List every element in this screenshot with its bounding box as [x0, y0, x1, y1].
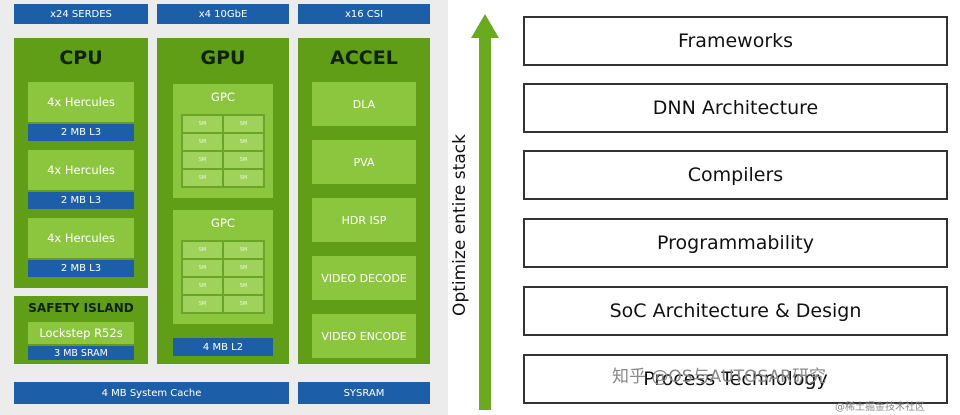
cpu-l3-cache: 2 MB L3 [28, 124, 134, 141]
cpu-block: CPU 4x Hercules 2 MB L3 4x Hercules 2 MB… [14, 38, 148, 288]
sm-unit: SM [183, 116, 222, 132]
safety-island-title: SAFETY ISLAND [28, 301, 134, 315]
gpc-label: GPC [211, 216, 235, 230]
accel-dla: DLA [312, 82, 416, 126]
accel-video-encode: VIDEO ENCODE [312, 314, 416, 358]
gpc-block: GPC SM SM SM SM SM SM SM SM [173, 210, 273, 324]
lockstep-core: Lockstep R52s [28, 322, 134, 344]
watermark-juejin: @稀土掘金技术社区 [835, 402, 925, 413]
sm-unit: SM [224, 278, 263, 294]
sm-unit: SM [183, 152, 222, 168]
accel-video-decode: VIDEO DECODE [312, 256, 416, 300]
sm-unit: SM [224, 296, 263, 312]
soc-block-diagram: x24 SERDES x4 10GbE x16 CSI CPU 4x Hercu… [0, 0, 448, 415]
sm-unit: SM [183, 170, 222, 186]
system-cache-bar: 4 MB System Cache [14, 382, 289, 404]
accel-block: ACCEL DLA PVA HDR ISP VIDEO DECODE VIDEO… [298, 38, 430, 364]
gpc-label: GPC [211, 90, 235, 104]
sm-unit: SM [183, 134, 222, 150]
serdes-bar: x24 SERDES [14, 4, 148, 24]
arrow-up-icon [471, 14, 499, 410]
sm-unit: SM [183, 296, 222, 312]
sm-unit: SM [224, 170, 263, 186]
stack-compilers: Compilers [523, 150, 948, 200]
stack-dnn-architecture: DNN Architecture [523, 83, 948, 133]
cpu-title: CPU [59, 47, 103, 69]
cpu-core-cluster: 4x Hercules [28, 150, 134, 190]
accel-hdr-isp: HDR ISP [312, 198, 416, 242]
csi-bar: x16 CSI [298, 4, 430, 24]
gpu-title: GPU [200, 47, 246, 69]
sm-grid: SM SM SM SM SM SM SM SM [181, 114, 265, 188]
stack-soc-architecture: SoC Architecture & Design [523, 286, 948, 336]
stack-frameworks: Frameworks [523, 16, 948, 66]
cpu-core-cluster: 4x Hercules [28, 218, 134, 258]
sysram-bar: SYSRAM [298, 382, 430, 404]
safety-island-block: SAFETY ISLAND Lockstep R52s 3 MB SRAM [14, 296, 148, 364]
sm-unit: SM [224, 152, 263, 168]
sm-grid: SM SM SM SM SM SM SM SM [181, 240, 265, 314]
cpu-l3-cache: 2 MB L3 [28, 192, 134, 209]
sm-unit: SM [183, 278, 222, 294]
stack-programmability: Programmability [523, 218, 948, 268]
gpu-block: GPU GPC SM SM SM SM SM SM SM SM GPC SM S… [157, 38, 289, 364]
gpc-block: GPC SM SM SM SM SM SM SM SM [173, 84, 273, 198]
sm-unit: SM [183, 260, 222, 276]
cpu-l3-cache: 2 MB L3 [28, 260, 134, 277]
safety-sram: 3 MB SRAM [28, 346, 134, 360]
sm-unit: SM [224, 242, 263, 258]
sm-unit: SM [224, 260, 263, 276]
sm-unit: SM [224, 134, 263, 150]
stack-process-technology: Process Technology [523, 354, 948, 404]
sm-unit: SM [224, 116, 263, 132]
sm-unit: SM [183, 242, 222, 258]
accel-title: ACCEL [330, 47, 398, 69]
watermark-zhihu: 知乎 @OS与AUTOSAR研究 [612, 367, 826, 387]
gpu-l2-cache: 4 MB L2 [173, 338, 273, 356]
accel-pva: PVA [312, 140, 416, 184]
cpu-core-cluster: 4x Hercules [28, 82, 134, 122]
optimize-stack-label: Optimize entire stack [450, 134, 470, 316]
gbe-bar: x4 10GbE [157, 4, 289, 24]
